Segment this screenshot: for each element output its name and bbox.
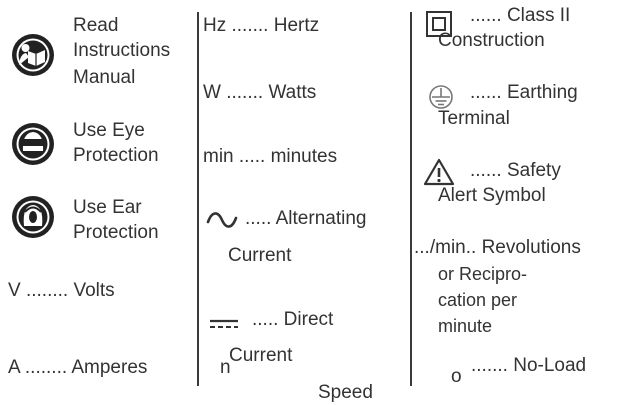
read-manual-line-2: Instructions (73, 40, 171, 61)
alternating-current-icon (206, 212, 238, 228)
alternating-current-line-1: ..... Alternating (245, 208, 367, 229)
class-ii-line-2: Construction (438, 30, 545, 51)
read-manual-line-3: Manual (73, 67, 136, 88)
column-divider-left (197, 12, 199, 386)
eye-protection-line-1: Use Eye (73, 120, 145, 141)
earthing-line-1: ...... Earthing (470, 82, 578, 103)
earthing-line-2: Terminal (438, 108, 510, 129)
minutes-entry: min ..... minutes (203, 146, 338, 167)
read-manual-line-1: Read (73, 15, 119, 36)
eye-protection-icon (12, 123, 54, 165)
safety-alert-line-1: ...... Safety (470, 160, 561, 181)
ear-protection-line-2: Protection (73, 222, 159, 243)
earthing-terminal-icon (429, 85, 453, 109)
volts-entry: V ........ Volts (8, 280, 115, 301)
no-load-entry: ....... No-Load (471, 355, 587, 376)
ear-protection-line-1: Use Ear (73, 197, 142, 218)
revolutions-line-2: or Recipro- (438, 264, 528, 284)
no-load-o: o (451, 366, 462, 387)
no-load-speed-n: n (220, 357, 231, 378)
watts-entry: W ....... Watts (203, 82, 317, 103)
class-ii-line-1: ...... Class II (470, 5, 571, 26)
revolutions-line-3: cation per (438, 290, 518, 310)
safety-alert-icon (423, 158, 455, 186)
safety-alert-line-2: Alert Symbol (438, 185, 546, 206)
no-load-speed-label: Speed (318, 382, 373, 403)
revolutions-line-4: minute (438, 316, 493, 336)
alternating-current-line-2: Current (228, 245, 292, 266)
eye-protection-line-2: Protection (73, 145, 159, 166)
class-ii-construction-icon (426, 11, 452, 37)
hertz-entry: Hz ....... Hertz (203, 15, 320, 36)
direct-current-icon (210, 319, 238, 328)
revolutions-line-1: .../min.. Revolutions (414, 237, 581, 258)
column-divider-right (410, 12, 412, 386)
direct-current-line-1: ..... Direct (252, 309, 334, 330)
amperes-entry: A ........ Amperes (8, 357, 148, 378)
ear-protection-icon (12, 196, 54, 238)
read-manual-icon (12, 34, 54, 76)
direct-current-line-2: Current (229, 345, 293, 366)
